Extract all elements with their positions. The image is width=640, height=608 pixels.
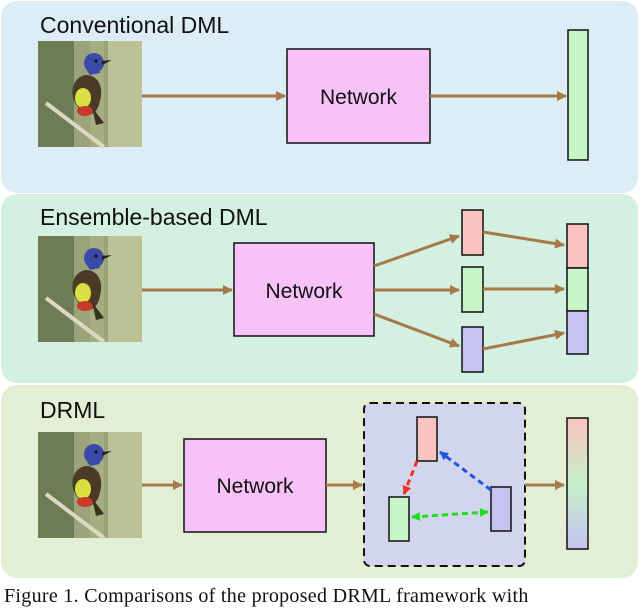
arrow: [482, 329, 565, 351]
relation-arrow-green: [411, 508, 489, 521]
network-label: Network: [216, 475, 294, 498]
network-label: Network: [265, 280, 343, 303]
embedding-vector: [567, 29, 589, 161]
panel-conventional: Conventional DML Network: [1, 1, 638, 193]
panel-title: Conventional DML: [40, 12, 229, 38]
panel-drml: DRML Network: [1, 385, 638, 578]
relation-arrow-red: [402, 460, 419, 495]
embedding-blue: [461, 326, 484, 373]
network-block: [233, 242, 375, 337]
network-label: Network: [320, 86, 398, 109]
bird-photo-icon: [36, 430, 144, 540]
panel-title: Ensemble-based DML: [40, 204, 268, 230]
embedding-blue: [490, 486, 512, 532]
relation-arrow-blue: [439, 450, 492, 492]
concat-green: [566, 267, 589, 312]
embedding-green: [461, 266, 484, 313]
arrow: [482, 230, 565, 249]
arrow: [373, 234, 460, 268]
bird-photo-icon: [36, 234, 144, 344]
bird-photo-icon: [36, 39, 144, 149]
embedding-green: [388, 496, 410, 542]
arrow: [373, 312, 460, 348]
embedding-vector: [566, 417, 589, 550]
network-block: [183, 438, 327, 533]
relation-box: [363, 402, 526, 567]
panel-title: DRML: [40, 397, 105, 423]
embedding-red: [461, 209, 484, 256]
concat-blue: [566, 310, 589, 355]
network-block: [286, 48, 431, 144]
panel-ensemble: Ensemble-based DML Network: [1, 194, 638, 383]
embedding-red: [416, 416, 438, 462]
figure-caption: Figure 1. Comparisons of the proposed DR…: [4, 585, 529, 607]
concat-red: [566, 223, 589, 269]
